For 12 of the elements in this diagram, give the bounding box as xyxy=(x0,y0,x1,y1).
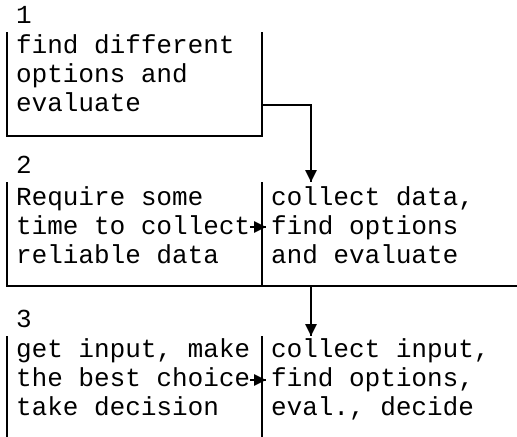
step-text: Require some time to collect reliable data xyxy=(16,184,252,271)
step-number: 3 xyxy=(16,306,32,335)
arrow xyxy=(263,104,317,182)
arrow xyxy=(250,221,266,233)
step-text: get input, make the best choice take decision xyxy=(16,336,252,423)
step-number: 1 xyxy=(16,2,32,31)
step-text: collect data, find options and evaluate xyxy=(271,184,475,271)
step-text: collect input, find options, eval., decide xyxy=(271,336,490,423)
step-text: find different options and evaluate xyxy=(16,32,236,119)
step-number: 2 xyxy=(16,152,32,181)
arrow xyxy=(305,287,317,336)
arrow xyxy=(250,374,266,386)
